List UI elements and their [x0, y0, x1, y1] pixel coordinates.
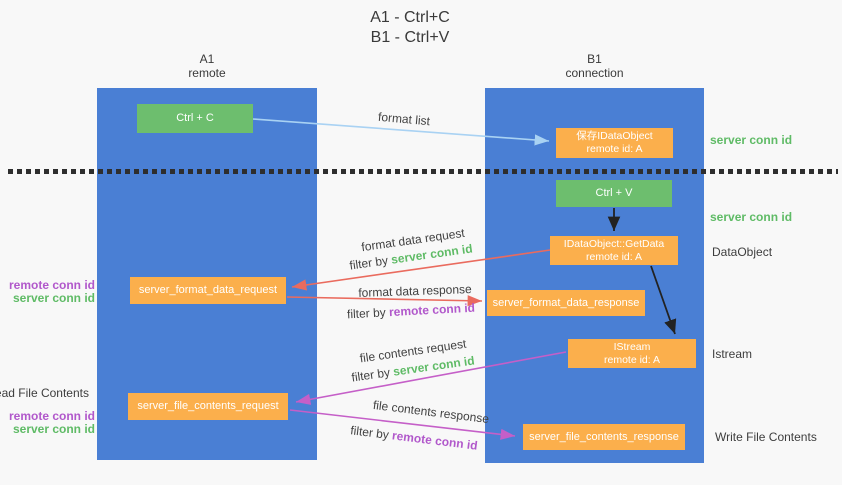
node-ctrl-c: Ctrl + C	[137, 104, 253, 133]
lane-a1-subtitle: remote	[188, 66, 226, 80]
label-format-list: format list	[377, 109, 431, 129]
session-divider	[8, 169, 838, 174]
label-server-conn-id-right-1: server conn id	[710, 133, 793, 147]
node-getdata-line2: remote id: A	[585, 250, 643, 263]
node-istream-line2: remote id: A	[603, 353, 661, 366]
filter-by-text: filter by	[348, 252, 393, 273]
lane-b1-subtitle: connection	[565, 66, 624, 80]
node-server-file-contents-request: server_file_contents_request	[128, 393, 288, 420]
filter-by-text: filter by	[350, 364, 395, 385]
remote-conn-id-text: remote conn id	[388, 300, 476, 320]
label-read-file-contents: Read File Contents	[0, 386, 89, 400]
label-dataobject: DataObject	[712, 245, 773, 259]
label-server-conn-id-right-2: server conn id	[710, 210, 793, 224]
node-server-format-data-request: server_format_data_request	[130, 277, 286, 304]
node-idataobject-getdata: IDataObject::GetData remote id: A	[550, 236, 678, 265]
node-server-file-contents-response: server_file_contents_response	[523, 424, 685, 450]
label-istream: Istream	[712, 347, 753, 361]
node-save-idataobject-line2: remote id: A	[586, 143, 643, 155]
label-remote-conn-id-left-1: remote conn id	[8, 278, 95, 292]
label-remote-conn-id-left-2: remote conn id	[8, 409, 95, 423]
lane-a1-name: A1	[199, 52, 215, 66]
node-istream: IStream remote id: A	[568, 339, 696, 368]
node-server-format-data-response: server_format_data_response	[487, 290, 645, 316]
filter-by-text: filter by	[346, 305, 390, 322]
node-getdata-line1: IDataObject::GetData	[563, 237, 665, 250]
label-filter-by-remote-conn-id-2: filter by remote conn id	[350, 423, 479, 452]
label-format-data-response: format data response	[358, 282, 472, 300]
filter-by-text: filter by	[349, 423, 394, 443]
node-format-request-label: server_format_data_request	[138, 284, 278, 296]
diagram-title: A1 - Ctrl+C B1 - Ctrl+V	[290, 8, 530, 48]
label-server-conn-id-left-1: server conn id	[12, 291, 95, 305]
label-write-file-contents: Write File Contents	[715, 430, 817, 444]
node-file-request-label: server_file_contents_request	[137, 400, 279, 412]
label-server-conn-id-left-2: server conn id	[12, 422, 95, 436]
lane-a1-header: A1 remote	[97, 52, 317, 80]
label-file-contents-response: file contents response	[372, 397, 490, 427]
node-format-response-label: server_format_data_response	[492, 296, 640, 309]
node-istream-line1: IStream	[613, 340, 651, 353]
node-save-idataobject: 保存IDataObject remote id: A	[556, 128, 673, 158]
node-ctrl-c-label: Ctrl + C	[176, 112, 214, 124]
remote-conn-id-text: remote conn id	[391, 428, 479, 453]
title-line-b1: B1 - Ctrl+V	[370, 29, 450, 46]
label-filter-by-remote-conn-id-1: filter by remote conn id	[347, 301, 476, 322]
node-save-idataobject-line1: 保存IDataObject	[576, 130, 653, 142]
title-line-a1: A1 - Ctrl+C	[370, 9, 450, 26]
lane-b1-name: B1	[587, 52, 602, 66]
node-ctrl-v-label: Ctrl + V	[595, 187, 633, 199]
node-file-response-label: server_file_contents_response	[529, 430, 679, 443]
node-ctrl-v: Ctrl + V	[556, 180, 672, 207]
lane-b1-header: B1 connection	[485, 52, 704, 80]
